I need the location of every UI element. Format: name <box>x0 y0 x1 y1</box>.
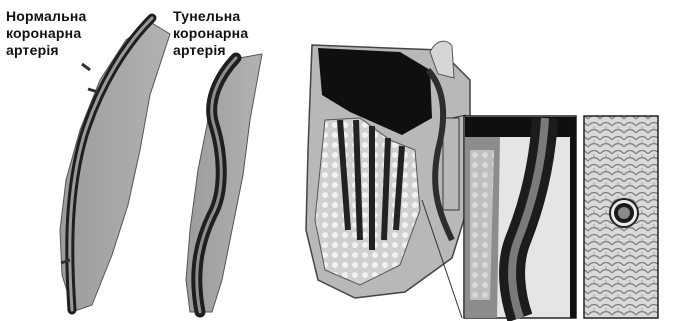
cross-section-magnified-view <box>584 116 658 318</box>
tunnel-artery-segment <box>186 54 262 312</box>
normal-artery-label-line-3: артерія <box>6 42 87 59</box>
heart-cross-section <box>306 41 470 298</box>
tunnel-artery-label-line-1: Тунельна <box>173 8 241 25</box>
normal-artery-label: Нормальна коронарна артерія <box>6 8 87 59</box>
normal-artery-label-line-2: коронарна <box>6 25 87 42</box>
tunnel-artery-label-line-2: коронарна <box>173 25 249 42</box>
tunnel-artery-label-line-3: артерія <box>173 42 227 59</box>
normal-artery-label-line-1: Нормальна <box>6 8 87 25</box>
longitudinal-magnified-view <box>464 116 576 318</box>
normal-artery-segment <box>60 18 170 312</box>
tunnel-artery-label: Тунельна коронарна артерія <box>173 8 249 59</box>
